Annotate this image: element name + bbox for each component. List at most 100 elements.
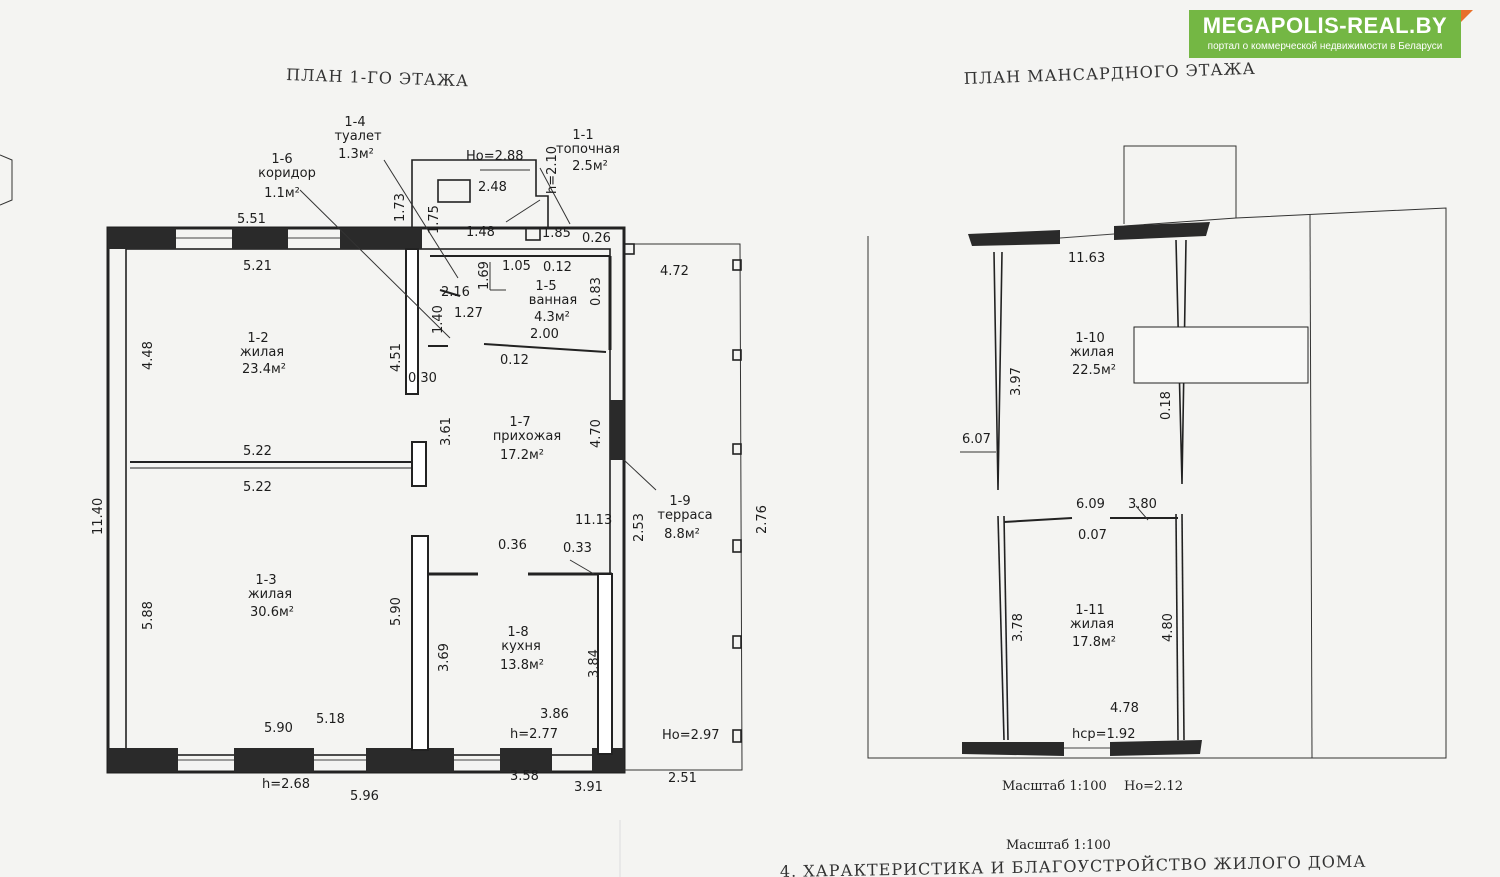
terrace-post (732, 635, 742, 649)
dim-label: 1.48 (466, 225, 495, 240)
dim-label: 1.75 (427, 205, 442, 234)
dim-label: 2.00 (530, 327, 559, 342)
svg-text:2.5м²: 2.5м² (572, 159, 608, 174)
partition-wall (597, 573, 613, 755)
dim-label: 5.88 (141, 601, 156, 630)
dim-label: 2.48 (478, 180, 507, 195)
leader-line (623, 459, 657, 491)
dim-label: 2.16 (441, 285, 470, 300)
leader-line (1135, 505, 1149, 521)
svg-text:1-1: 1-1 (572, 128, 593, 143)
terrace-post (732, 539, 742, 553)
logo-corner-icon (1461, 10, 1473, 22)
terrace-post (732, 259, 742, 271)
wall-pier (366, 748, 454, 772)
dim-label: 5.21 (243, 259, 272, 274)
logo-tagline: портал о коммерческой недвижимости в Бел… (1207, 41, 1443, 52)
attic-partition (1181, 513, 1185, 741)
dim-label: 5.90 (389, 597, 404, 626)
svg-text:терраса: терраса (657, 508, 712, 523)
leader-line (539, 167, 571, 225)
terrace-outline (624, 243, 743, 771)
dimension-labels: 5.51 5.21 0.30 5.22 5.22 5.90 5.18 h=2.6… (237, 149, 1157, 804)
megapolis-logo[interactable]: MEGAPOLIS-REAL.BY портал о коммерческой … (1189, 10, 1461, 58)
dim-label: 0.33 (563, 541, 592, 556)
dim-label: 6.09 (1076, 497, 1105, 512)
attic-partition (1003, 517, 1073, 523)
svg-text:туалет: туалет (334, 129, 382, 144)
svg-text:23.4м²: 23.4м² (242, 362, 286, 377)
svg-text:8.8м²: 8.8м² (664, 527, 700, 542)
dim-label: 4.78 (1110, 701, 1139, 716)
dim-label: 5.22 (243, 444, 272, 459)
wall-pier (232, 228, 288, 249)
partition-wall (439, 289, 461, 297)
room-label: 1-9 терраса 8.8м² (657, 494, 712, 542)
attic-roof-line (1309, 214, 1313, 759)
svg-text:17.2м²: 17.2м² (500, 448, 544, 463)
wall-pier (108, 228, 176, 249)
attic-wall-segment (1114, 222, 1210, 240)
wall-pier (610, 400, 624, 460)
dim-label: 3.84 (587, 649, 602, 678)
leader-line (505, 199, 541, 223)
wall-pier (234, 748, 314, 772)
terrace-post (732, 443, 742, 455)
dim-label: 1.27 (454, 306, 483, 321)
svg-text:прихожая: прихожая (493, 429, 561, 444)
svg-text:1-7: 1-7 (509, 415, 530, 430)
dim-label: 11.40 (91, 498, 106, 535)
attic-wall-segment (1110, 740, 1202, 756)
room-label: 1-7 прихожая 17.2м² (493, 415, 561, 463)
dim-label: h=2.10 (545, 146, 560, 194)
svg-text:1-2: 1-2 (247, 331, 268, 346)
dim-label: 0.12 (543, 260, 572, 275)
window (1059, 233, 1115, 239)
attic-outline (867, 207, 1447, 759)
dim-label: Ho=2.88 (466, 149, 524, 164)
attic-dormer (1123, 145, 1237, 224)
attic-wall-segment (962, 742, 1064, 756)
dim-label: 11.63 (1068, 251, 1105, 266)
room-label: 1-8 кухня 13.8м² (500, 625, 544, 673)
dim-label: 3.86 (540, 707, 569, 722)
svg-text:жилая: жилая (1070, 617, 1114, 632)
dim-label: 1.69 (477, 261, 492, 290)
dim-label: 4.48 (141, 341, 156, 370)
dim-label: 0.07 (1078, 528, 1107, 543)
svg-text:1-8: 1-8 (507, 625, 528, 640)
svg-text:1-6: 1-6 (271, 152, 292, 167)
leader-line (383, 159, 459, 279)
svg-text:1.1м²: 1.1м² (264, 186, 300, 201)
svg-text:17.8м²: 17.8м² (1072, 635, 1116, 650)
room-label: 1-11 жилая 17.8м² (1070, 603, 1116, 650)
dim-label: 3.78 (1011, 613, 1026, 642)
attic-height: Ho=2.12 (1124, 779, 1183, 794)
dim-label: 3.97 (1009, 367, 1024, 396)
attic-partition (1175, 239, 1187, 485)
wall-pier (340, 228, 422, 249)
dim-label: 5.90 (264, 721, 293, 736)
dim-label: 3.91 (574, 780, 603, 795)
furnace-room-outline (411, 159, 549, 228)
leader-line (569, 559, 595, 575)
attic-partition (1175, 513, 1179, 741)
attic-wall-segment (968, 230, 1060, 246)
partition-wall (411, 441, 427, 487)
dim-label: hcp=1.92 (1072, 727, 1135, 742)
paper-edge-mark (0, 154, 13, 206)
room-label: 1-5 ванная 4.3м² (529, 279, 577, 325)
dim-label: 4.51 (389, 343, 404, 372)
attic-partition (993, 251, 1003, 491)
terrace-post (623, 243, 635, 255)
svg-text:30.6м²: 30.6м² (250, 605, 294, 620)
svg-text:1-11: 1-11 (1075, 603, 1105, 618)
dim-label: 3.80 (1128, 497, 1157, 512)
attic-scale: Масштаб 1:100 (1002, 779, 1107, 794)
svg-text:1-4: 1-4 (344, 115, 365, 130)
dim-label: h=2.77 (510, 727, 558, 742)
logo-title: MEGAPOLIS-REAL.BY (1202, 13, 1448, 38)
room-label: 1-6 коридор 1.1м² (258, 152, 316, 201)
wall-pier (108, 748, 178, 772)
